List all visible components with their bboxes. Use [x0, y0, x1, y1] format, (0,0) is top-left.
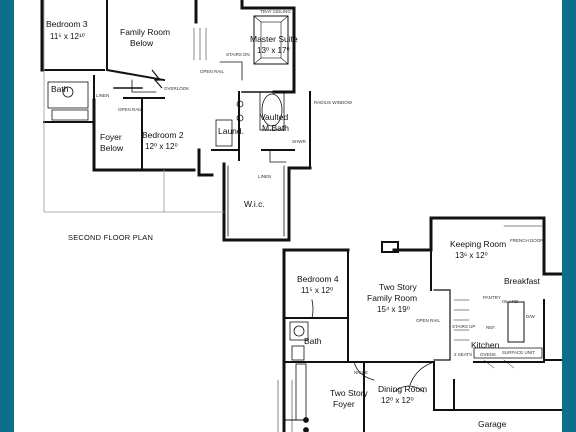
- room-name: Garage: [478, 419, 507, 429]
- room-name-line2: Below: [100, 143, 124, 153]
- room-name: Laund.: [218, 126, 244, 136]
- room-name: Bath: [51, 84, 69, 94]
- room-dimension: 11⁵ x 12¹⁰: [50, 32, 85, 41]
- room-name: Keeping Room: [450, 239, 506, 249]
- room-name: Bedroom 3: [46, 19, 88, 29]
- plan-note: OPEN RAIL: [416, 318, 441, 323]
- room-name: Kitchen: [471, 340, 500, 350]
- room-name: Breakfast: [504, 276, 541, 286]
- plan-note: SHWR.: [292, 139, 307, 144]
- plan-note: OPEN RAIL: [200, 69, 225, 74]
- room-name-line2: M.Bath: [262, 123, 289, 133]
- plan-note: OPEN RAIL: [118, 107, 143, 112]
- room-name: Bedroom 4: [297, 274, 339, 284]
- room-dimension: 13⁰ x 17⁰: [257, 46, 290, 55]
- plan-note: LINEN: [96, 93, 109, 98]
- room-name-line2: Family Room: [367, 293, 417, 303]
- plan-note: SURFACE UNIT: [502, 350, 535, 355]
- room-dimension: 15⁴ x 19⁰: [377, 305, 410, 314]
- second-floor-walls: [40, 0, 312, 242]
- plan-note: 2 SEATS: [454, 352, 472, 357]
- plan-note: PANTRY: [483, 295, 501, 300]
- plan-note: D/W: [526, 314, 536, 319]
- room-name-line2: Foyer: [333, 399, 355, 409]
- stair-arrow-icon: [151, 69, 163, 89]
- plan-note: REF.: [486, 325, 496, 330]
- plan-note: RADIUS WINDOW: [314, 100, 353, 105]
- plan-title: SECOND FLOOR PLAN: [68, 233, 153, 242]
- room-name: Vaulted: [260, 112, 288, 122]
- room-name: Master Suite: [250, 34, 298, 44]
- plan-note: ISLAND: [502, 299, 519, 304]
- room-dimension: 13⁶ x 12⁰: [455, 251, 488, 260]
- room-name: Family Room: [120, 27, 170, 37]
- plan-note: OVERLOOK: [164, 86, 189, 91]
- room-name: Bedroom 2: [142, 130, 184, 140]
- room-dimension: 12⁰ x 12⁰: [381, 396, 414, 405]
- floor-plan-sheet: Bedroom 3 11⁵ x 12¹⁰ Family Room Below M…: [14, 0, 562, 432]
- room-name: Foyer: [100, 132, 122, 142]
- room-name: Dining Room: [378, 384, 427, 394]
- plan-note: FRENCH DOOR: [510, 238, 544, 243]
- room-name-line2: Below: [130, 38, 154, 48]
- room-name: W.i.c.: [244, 199, 265, 209]
- plan-note: STAIRS DN: [226, 52, 250, 57]
- plan-note: OVENS: [480, 352, 496, 357]
- room-dimension: 11⁵ x 12⁰: [301, 286, 333, 295]
- room-name: Two Story: [379, 282, 418, 292]
- second-floor-fixtures: [43, 0, 289, 237]
- plan-note: STAIRS UP: [452, 324, 475, 329]
- first-floor-walls: [282, 216, 562, 432]
- plan-note: LINEN: [258, 174, 271, 179]
- first-floor-fixtures: [277, 225, 543, 432]
- plan-note: TRAY CEILING: [260, 9, 291, 14]
- room-name: Two Story: [330, 388, 369, 398]
- floor-plan-drawing: Bedroom 3 11⁵ x 12¹⁰ Family Room Below M…: [40, 0, 562, 432]
- room-name: Bath: [304, 336, 322, 346]
- room-dimension: 12⁰ x 12⁰: [145, 142, 178, 151]
- plan-note: NICHE: [354, 370, 368, 375]
